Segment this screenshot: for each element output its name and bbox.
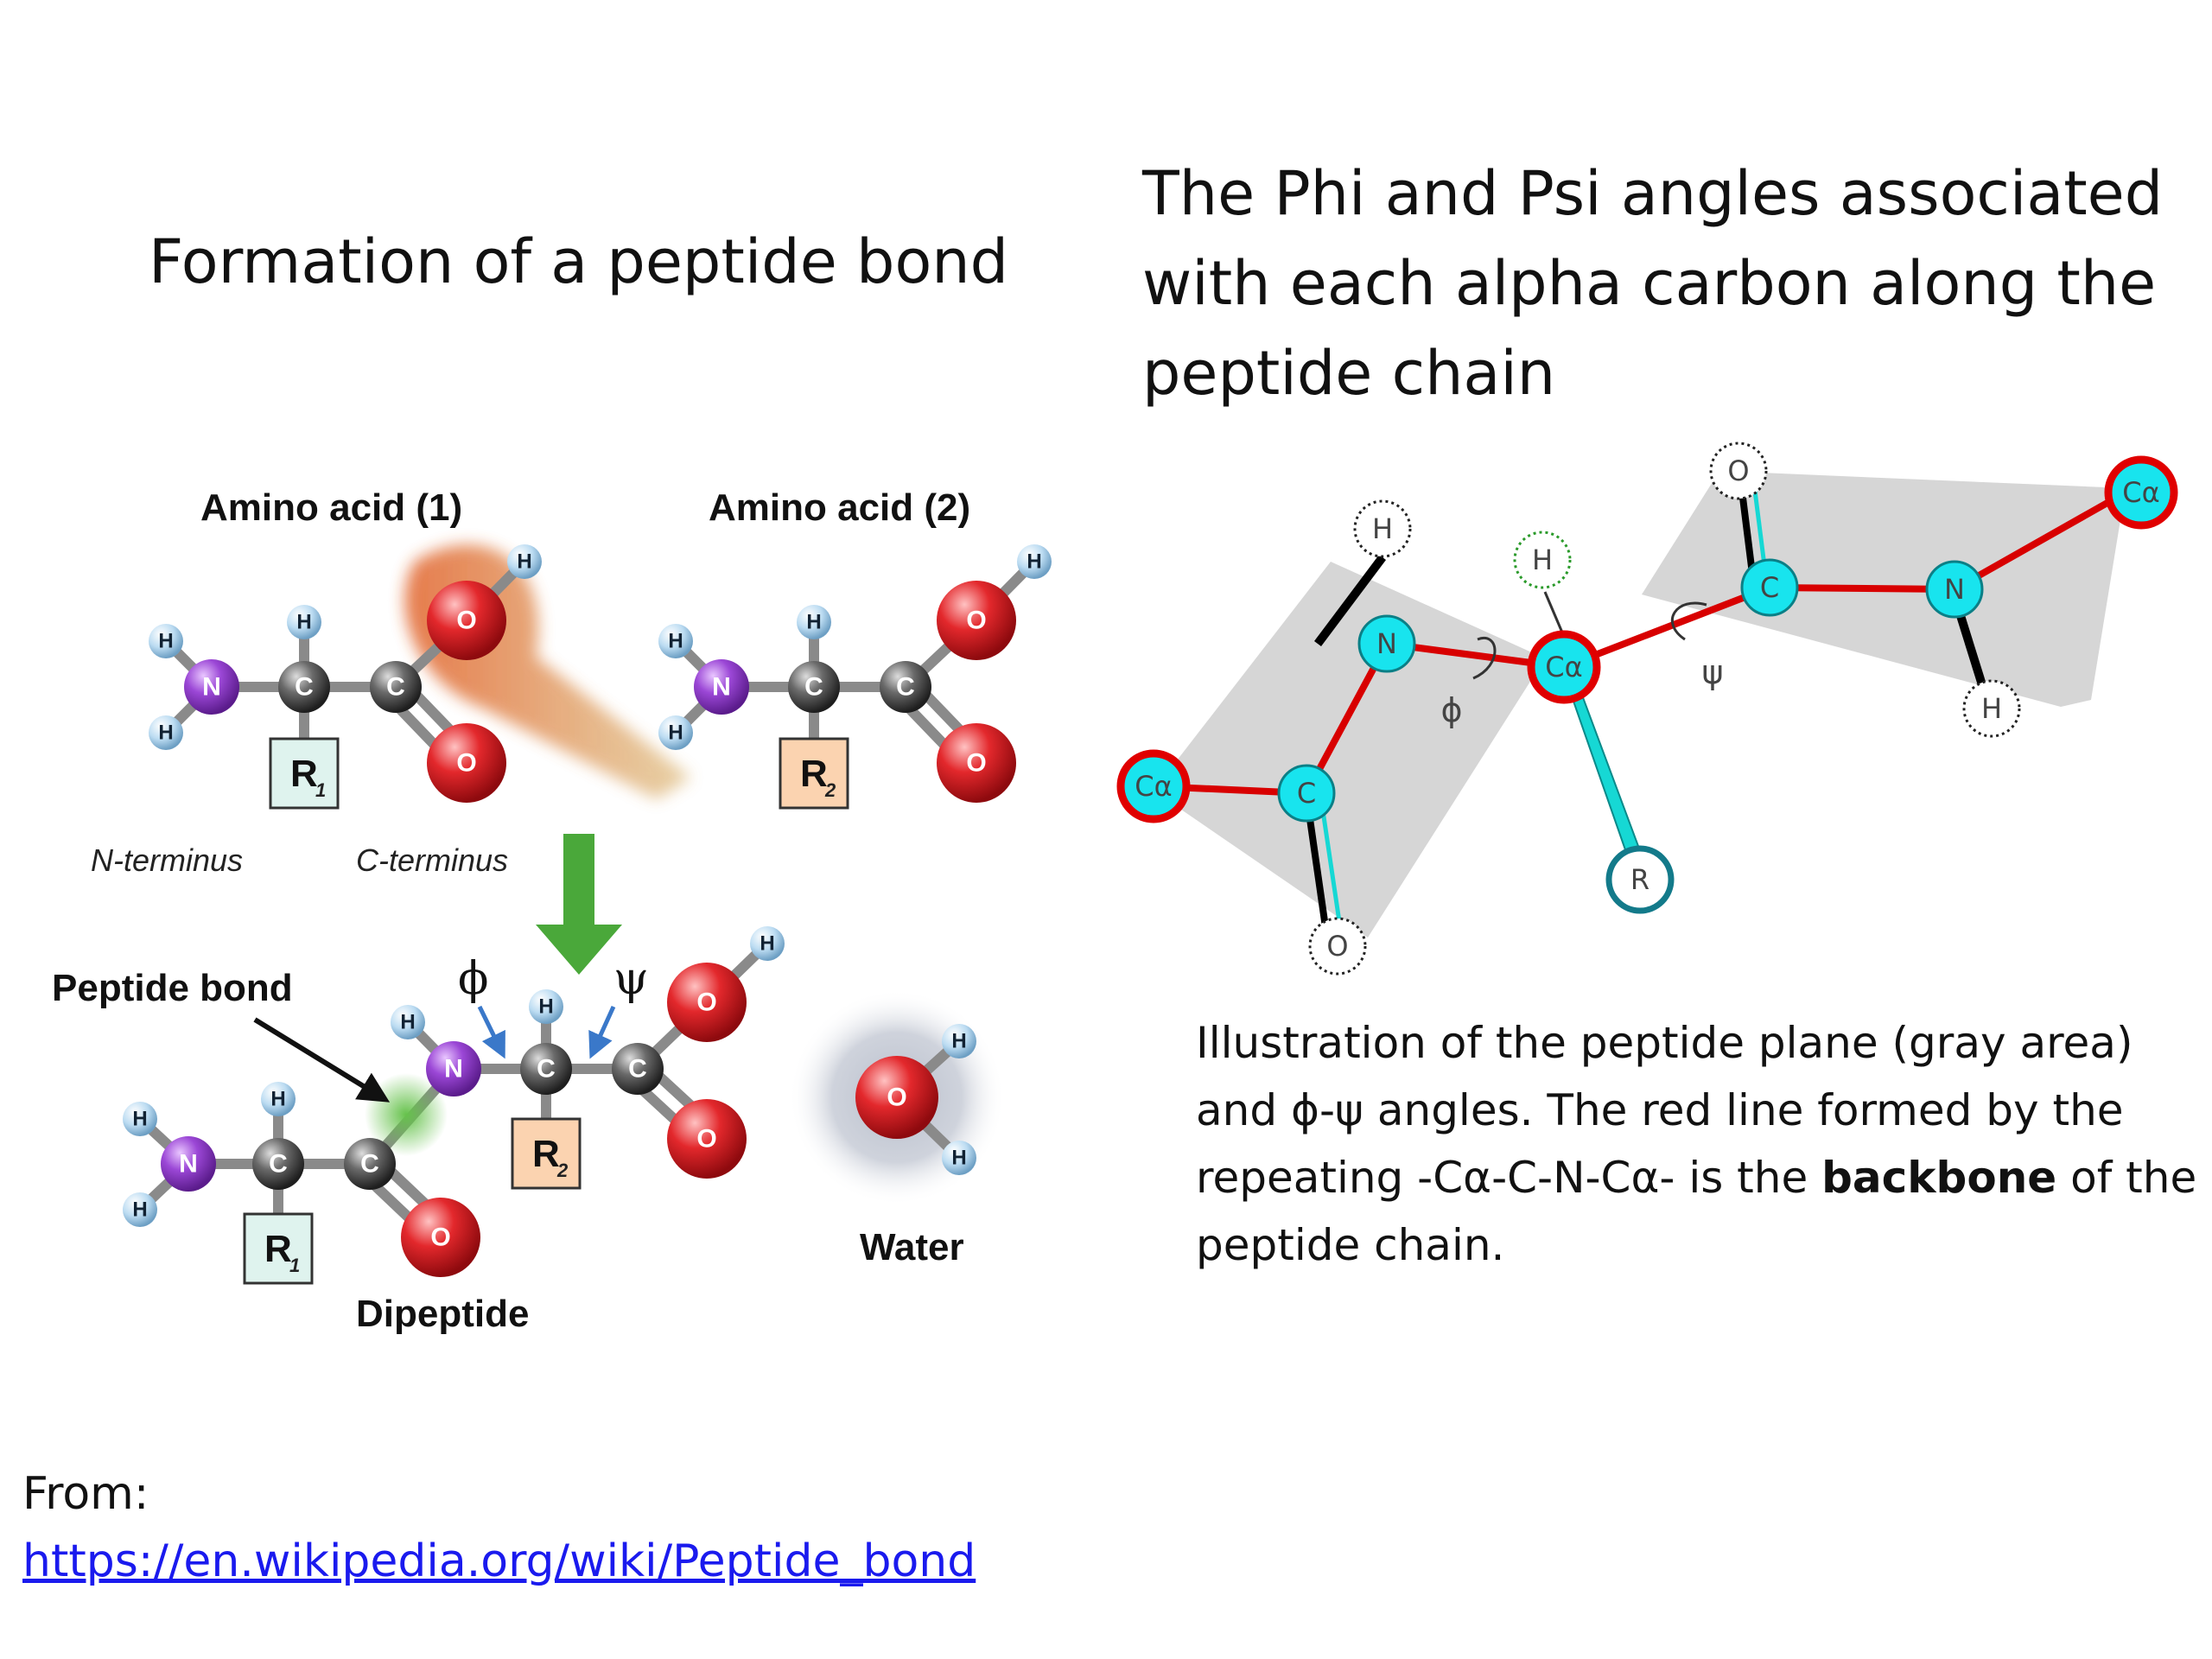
svg-text:Cα: Cα — [1545, 651, 1582, 683]
source-link[interactable]: https://en.wikipedia.org/wiki/Peptide_bo… — [22, 1535, 976, 1587]
right-title: The Phi and Psi angles associated with e… — [1142, 158, 2164, 409]
svg-text:H: H — [132, 1198, 147, 1222]
caption-text-1: Illustration of the peptide plane (gray … — [1196, 1018, 2133, 1203]
reaction-arrow — [536, 834, 622, 975]
water-molecule: H H O — [789, 989, 1005, 1205]
n-terminus-label: N-terminus — [91, 842, 243, 878]
svg-text:O: O — [1326, 930, 1348, 963]
r2-box-top: R 2 — [779, 737, 849, 810]
svg-text:H: H — [1372, 512, 1393, 545]
c-terminus-label: C-terminus — [356, 842, 508, 878]
svg-text:N: N — [444, 1055, 463, 1084]
bond-c-o-bottom-b — [1318, 792, 1344, 934]
svg-text:C: C — [360, 1150, 379, 1179]
svg-text:H: H — [806, 611, 821, 634]
phi-symbol: ϕ — [458, 953, 488, 1005]
svg-text:C: C — [1760, 571, 1779, 604]
svg-text:O: O — [1727, 454, 1749, 487]
r1-box-top: R 1 — [269, 737, 340, 810]
r1-box-bottom: R 1 — [243, 1212, 314, 1285]
svg-text:H: H — [296, 611, 311, 634]
psi-pointer — [588, 1005, 616, 1059]
svg-text:R: R — [290, 753, 318, 795]
svg-text:H: H — [1981, 692, 2002, 725]
source-block: From: https://en.wikipedia.org/wiki/Pept… — [22, 1460, 976, 1595]
amino-acid-2-label: Amino acid (2) — [709, 486, 970, 529]
svg-text:O: O — [966, 607, 986, 635]
caption-text-2: of the peptide chain. — [1196, 1153, 2197, 1270]
svg-text:1: 1 — [289, 1255, 300, 1276]
backbone-panel: ϕ ψ H H O H O R Cα C N Cα C N Cα — [1116, 442, 2178, 976]
svg-text:Cα: Cα — [2122, 476, 2159, 509]
svg-text:C: C — [386, 673, 405, 702]
water-label: Water — [860, 1226, 964, 1268]
amino-acid-1-atoms: H H H H N C C O O — [149, 544, 542, 803]
r2-box-bottom: R 2 — [511, 1117, 582, 1190]
svg-text:R: R — [264, 1228, 292, 1270]
svg-text:H: H — [270, 1088, 285, 1111]
dipeptide-label: Dipeptide — [356, 1293, 529, 1335]
bond-n-h — [1314, 555, 1386, 646]
svg-text:2: 2 — [556, 1160, 569, 1181]
source-label: From: — [22, 1468, 149, 1520]
svg-text:O: O — [430, 1224, 450, 1252]
svg-text:H: H — [158, 721, 173, 745]
peptide-bond-label: Peptide bond — [52, 967, 293, 1009]
backbone-atoms: H H O H O R Cα C N Cα C N Cα — [1116, 442, 2178, 976]
svg-text:C: C — [896, 673, 915, 702]
svg-text:O: O — [456, 607, 476, 635]
svg-text:H: H — [951, 1147, 966, 1170]
psi-rotation-arc — [1670, 601, 1707, 641]
svg-text:H: H — [1532, 543, 1553, 576]
svg-text:N: N — [179, 1150, 198, 1179]
svg-text:C: C — [1297, 777, 1316, 810]
svg-text:H: H — [538, 995, 553, 1019]
svg-text:O: O — [966, 749, 986, 778]
psi-symbol: ψ — [613, 953, 649, 1005]
svg-text:Cα: Cα — [1135, 770, 1172, 803]
svg-text:H: H — [132, 1108, 147, 1131]
svg-text:R: R — [532, 1133, 560, 1175]
svg-text:H: H — [760, 932, 774, 956]
caption-bold: backbone — [1821, 1153, 2057, 1203]
svg-text:C: C — [628, 1055, 647, 1084]
phi-angle-label: ϕ — [1440, 691, 1462, 729]
figure-caption: Illustration of the peptide plane (gray … — [1196, 1009, 2207, 1279]
svg-text:N: N — [1376, 627, 1397, 660]
svg-text:H: H — [951, 1030, 966, 1053]
left-title: Formation of a peptide bond — [149, 226, 1009, 297]
phi-pointer — [477, 1005, 505, 1059]
svg-text:N: N — [712, 673, 731, 702]
svg-text:N: N — [1944, 573, 1965, 606]
svg-text:C: C — [804, 673, 823, 702]
svg-text:H: H — [400, 1011, 415, 1034]
dipeptide-atoms: H H H H H H N C C O N C C O O — [123, 926, 785, 1277]
phi-rotation-arc — [1472, 636, 1497, 680]
svg-text:C: C — [537, 1055, 556, 1084]
svg-text:H: H — [1027, 550, 1041, 574]
svg-text:H: H — [517, 550, 531, 574]
svg-text:H: H — [668, 630, 683, 653]
amino-acid-1-label: Amino acid (1) — [200, 486, 462, 529]
svg-text:O: O — [696, 988, 716, 1017]
svg-text:1: 1 — [315, 779, 326, 801]
svg-text:H: H — [158, 630, 173, 653]
svg-text:H: H — [668, 721, 683, 745]
svg-text:R: R — [800, 753, 828, 795]
svg-text:O: O — [696, 1125, 716, 1154]
psi-angle-label: ψ — [1701, 653, 1723, 691]
svg-text:N: N — [202, 673, 221, 702]
svg-text:2: 2 — [824, 779, 836, 801]
svg-text:O: O — [887, 1084, 906, 1112]
svg-text:O: O — [456, 749, 476, 778]
reaction-panel: Amino acid (1) Amino acid (2) — [52, 486, 1052, 1335]
amino-acid-2-atoms: H H H H N C C O O — [658, 544, 1052, 803]
peptide-plane-1 — [1154, 562, 1545, 938]
svg-text:C: C — [269, 1150, 288, 1179]
bond-ca-h — [1543, 591, 1564, 633]
peptide-bond-pointer — [253, 1017, 391, 1103]
svg-text:R: R — [1630, 863, 1649, 896]
svg-text:C: C — [295, 673, 314, 702]
